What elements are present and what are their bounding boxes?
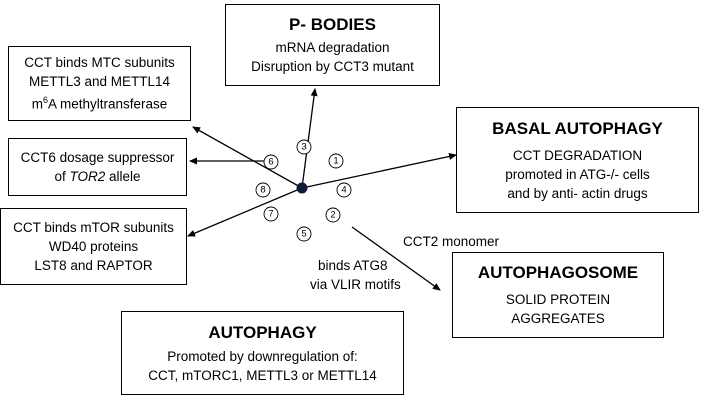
mtor-line-2: WD40 proteins: [48, 239, 139, 254]
marker-4-circle: [336, 182, 352, 198]
mtc-line-3: m6A methyltransferase: [9, 91, 190, 114]
cct6-line-2-prefix: of: [54, 169, 70, 184]
arrow-to-autophagosome: [351, 226, 441, 291]
marker-4-label: 4: [341, 185, 346, 196]
cct2-monomer-label: CCT2 monomer: [403, 234, 500, 249]
marker-3-circle: [296, 139, 312, 155]
basal-autophagy-line-3: and by anti- actin drugs: [507, 185, 648, 201]
autophagy-line-2: CCT, mTORC1, METTL3 or METTL14: [148, 367, 377, 383]
mtor-line-3: LST8 and RAPTOR: [34, 258, 153, 273]
basal-autophagy-title: BASAL AUTOPHAGY: [492, 118, 663, 138]
marker-1-label: 1: [333, 156, 338, 167]
via-vlir-label: via VLIR motifs: [310, 277, 401, 292]
cct6-line-1: CCT6 dosage suppressor: [20, 150, 175, 165]
autophagy-box: AUTOPHAGY Promoted by downregulation of:…: [121, 311, 404, 395]
autophagosome-title: AUTOPHAGOSOME: [477, 263, 639, 282]
mtor-line-1: CCT binds mTOR subunits: [13, 220, 174, 235]
autophagosome-line-1: SOLID PROTEIN: [505, 292, 611, 307]
p-bodies-title: P- BODIES: [289, 15, 376, 34]
basal-autophagy-line-2: promoted in ATG-/- cells: [505, 166, 650, 182]
autophagy-line-1: Promoted by downregulation of:: [167, 348, 358, 364]
mtc-line-3-suffix: A methyltransferase: [47, 96, 168, 112]
arrow-to-basal-autophagy: [301, 153, 457, 189]
marker-1-circle: [328, 153, 344, 169]
mtor-box: CCT binds mTOR subunits WD40 proteins LS…: [0, 208, 187, 285]
marker-7-circle: [263, 206, 279, 222]
marker-6-label: 6: [268, 157, 273, 168]
basal-autophagy-line-1: CCT DEGRADATION: [512, 147, 643, 163]
p-bodies-line-1: mRNA degradation: [275, 40, 390, 55]
central-node: [296, 182, 308, 194]
cct6-line-2-suffix: allele: [105, 169, 141, 184]
marker-7-label: 7: [268, 209, 273, 220]
marker-8-label: 8: [260, 185, 265, 196]
mtc-box: CCT binds MTC subunits METTL3 and METTL1…: [8, 46, 191, 121]
cct6-line-2-gene: TOR2: [69, 169, 106, 184]
autophagosome-line-2: AGGREGATES: [511, 311, 605, 326]
cct6-line-2: of TOR2 allele: [9, 167, 186, 186]
arrow-to-mtc: [192, 126, 303, 189]
autophagy-title: AUTOPHAGY: [208, 322, 317, 342]
basal-autophagy-box: BASAL AUTOPHAGY CCT DEGRADATION promoted…: [456, 107, 699, 213]
mtc-line-1: CCT binds MTC subunits: [24, 55, 175, 71]
mtc-line-3-superscript: 6: [42, 95, 48, 106]
mtc-line-3-prefix: m: [31, 96, 43, 112]
p-bodies-box: P- BODIES mRNA degradation Disruption by…: [225, 4, 440, 86]
marker-5-label: 5: [301, 229, 306, 240]
marker-2-circle: [325, 207, 341, 223]
marker-5-circle: [296, 226, 312, 242]
cct6-box: CCT6 dosage suppressor of TOR2 allele: [8, 138, 187, 196]
marker-6-circle: [263, 154, 279, 170]
marker-2-label: 2: [330, 210, 335, 221]
p-bodies-line-2: Disruption by CCT3 mutant: [251, 59, 414, 74]
marker-3-label: 3: [301, 142, 306, 153]
arrow-to-p-bodies: [301, 88, 318, 189]
arrow-to-mtor: [187, 187, 303, 237]
step-markers: [255, 139, 352, 242]
binds-atg8-label: binds ATG8: [318, 258, 388, 273]
marker-8-circle: [255, 182, 271, 198]
mtc-line-2: METTL3 and METTL14: [28, 74, 171, 90]
autophagosome-box: AUTOPHAGOSOME SOLID PROTEIN AGGREGATES: [452, 252, 664, 338]
